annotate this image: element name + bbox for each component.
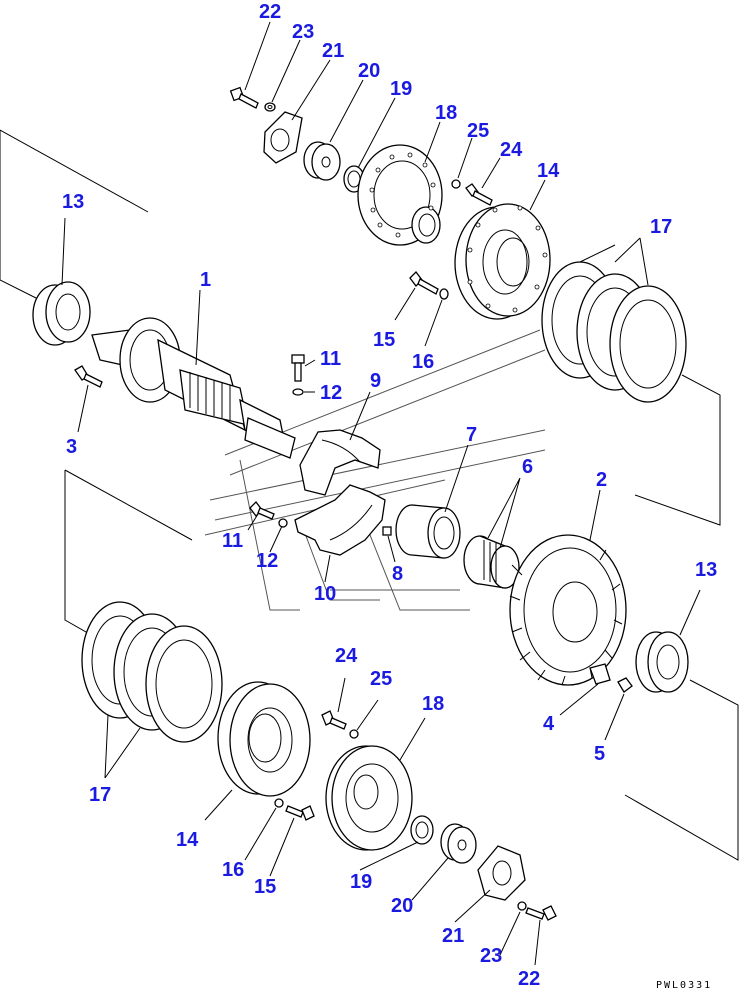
callout-leader-lines — [61, 21, 701, 966]
callout-labels: 22 23 21 20 19 18 25 24 14 13 17 1 15 11… — [62, 1, 717, 990]
callout-7: 7 — [466, 424, 477, 446]
part-4-bolt — [589, 663, 611, 685]
callout-21-top: 21 — [322, 40, 344, 62]
callout-11-lower: 11 — [222, 530, 243, 552]
callout-24-top: 24 — [500, 139, 523, 161]
part-12-washer-upper — [292, 388, 304, 396]
callout-25-top: 25 — [467, 120, 489, 142]
callout-3: 3 — [66, 436, 77, 458]
part-17-shims-top — [541, 261, 687, 403]
part-21-lock-plate-bottom — [477, 845, 526, 901]
callout-13-right: 13 — [695, 559, 717, 581]
part-12-washer-lower — [278, 518, 288, 528]
part-15-bolt-top — [409, 271, 439, 295]
part-18-flange-hub-bottom — [325, 745, 413, 851]
callout-23-top: 23 — [292, 21, 314, 43]
callout-21-bottom: 21 — [442, 925, 464, 947]
callout-20-top: 20 — [358, 60, 380, 82]
callout-17-bottom: 17 — [89, 784, 111, 806]
callout-2: 2 — [596, 469, 607, 491]
callout-15-top: 15 — [373, 329, 395, 351]
part-3-bolt — [74, 365, 103, 388]
callout-12-lower: 12 — [256, 550, 278, 572]
part-14-cage-bottom — [217, 681, 311, 797]
part-18-flange-hub-top — [357, 144, 443, 246]
part-20-spacer-top — [303, 141, 341, 181]
part-13-bearing-left — [32, 281, 91, 346]
part-15-bolt-bottom — [285, 805, 315, 821]
callout-17-top: 17 — [650, 216, 672, 238]
part-25-washer-top — [451, 179, 461, 189]
part-23-washer-top — [264, 102, 276, 112]
callout-9: 9 — [370, 370, 381, 392]
part-24-bolt-bottom — [321, 710, 347, 730]
callout-15-bottom: 15 — [254, 876, 276, 898]
callout-16-bottom: 16 — [222, 859, 244, 881]
callout-18-bottom: 18 — [422, 693, 444, 715]
callout-14-bottom: 14 — [176, 829, 199, 851]
part-6-bearing-cone — [463, 535, 520, 589]
part-7-bearing-cup — [395, 504, 461, 559]
part-16-washer-top — [439, 288, 449, 300]
part-19-washer-bottom — [410, 815, 434, 845]
callout-13-left: 13 — [62, 191, 84, 213]
callout-22-bottom: 22 — [518, 968, 540, 990]
callout-1: 1 — [200, 269, 211, 291]
reference-code: PWL0331 — [656, 980, 712, 991]
part-21-lock-plate-top — [263, 111, 303, 164]
callout-24-bottom: 24 — [335, 645, 358, 667]
part-20-spacer-bottom — [440, 823, 477, 864]
callout-6: 6 — [522, 456, 533, 478]
part-10-bearing-cap-lower — [294, 484, 386, 556]
callout-14-top: 14 — [537, 160, 560, 182]
part-8-pin — [382, 526, 392, 536]
part-2-bevel-gear — [509, 534, 627, 686]
callout-10: 10 — [314, 583, 336, 605]
callout-8: 8 — [392, 563, 403, 585]
part-11-bolt-lower — [249, 501, 275, 520]
part-24-bolt-top — [465, 183, 493, 206]
callout-5: 5 — [594, 743, 605, 765]
callout-20-bottom: 20 — [391, 895, 413, 917]
part-9-bearing-cap-upper — [299, 429, 381, 496]
part-22-bolt-top — [229, 86, 259, 109]
part-5-nut — [617, 677, 633, 693]
callout-12-upper: 12 — [320, 382, 342, 404]
callout-22-top: 22 — [259, 1, 281, 23]
callout-4: 4 — [543, 713, 555, 735]
callout-19-top: 19 — [390, 78, 412, 100]
callout-19-bottom: 19 — [350, 871, 372, 893]
callout-11-upper: 11 — [320, 348, 341, 370]
part-17-shims-bottom — [81, 601, 223, 743]
callout-25-bottom: 25 — [370, 668, 392, 690]
part-14-cage-top — [454, 203, 551, 320]
part-25-washer-bottom — [349, 729, 359, 739]
part-22-bolt-bottom — [525, 905, 557, 921]
part-16-washer-bottom — [274, 798, 284, 808]
part-11-bolt-upper — [291, 354, 305, 382]
part-13-bearing-right — [635, 631, 689, 693]
part-1-pinion-shaft — [91, 317, 296, 459]
part-23-washer-bottom — [517, 901, 527, 911]
callout-23-bottom: 23 — [480, 945, 502, 967]
callout-18-top: 18 — [435, 102, 457, 124]
callout-16-top: 16 — [412, 351, 434, 373]
